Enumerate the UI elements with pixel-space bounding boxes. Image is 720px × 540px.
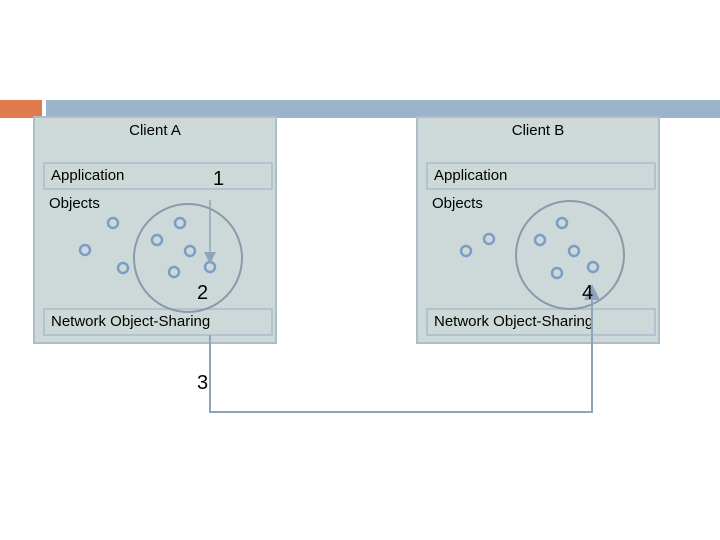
client-a-objects-label: Objects (49, 195, 100, 212)
step-2-label: 2 (197, 282, 209, 304)
client-b-application-layer: Application (426, 162, 656, 190)
step-4-label: 4 (582, 282, 594, 304)
client-a-application-layer: Application (43, 162, 273, 190)
step-1-label: 1 (213, 168, 225, 190)
client-b-title: Client B (511, 122, 565, 139)
client-b-objects-label: Objects (432, 195, 483, 212)
client-a-panel: Client A Application Objects Network Obj… (33, 116, 277, 344)
slide-header-bar (46, 100, 720, 118)
client-b-panel: Client B Application Objects Network Obj… (416, 116, 660, 344)
client-a-network-layer: Network Object-Sharing (43, 308, 273, 336)
step-3-label: 3 (197, 372, 209, 394)
client-a-title: Client A (129, 122, 181, 139)
slide-accent-bar (0, 100, 42, 118)
client-b-network-layer: Network Object-Sharing (426, 308, 656, 336)
